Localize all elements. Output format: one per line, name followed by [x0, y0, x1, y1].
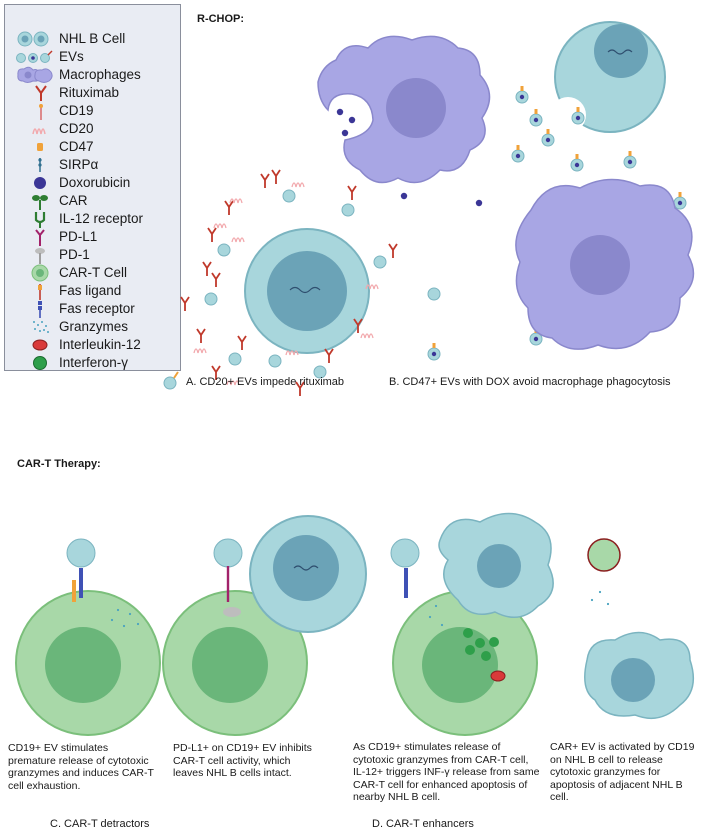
- car-ev: [587, 538, 621, 572]
- legend-row-interleukin-12: Interleukin-12: [5, 336, 182, 354]
- panel-b-artwork: [317, 21, 695, 361]
- legend-label: Fas ligand: [59, 283, 122, 298]
- legend-label: CD20: [59, 121, 94, 136]
- desc-cd19-ev: CD19+ EV stimulates premature release of…: [8, 742, 154, 792]
- dna-icon: [289, 286, 321, 294]
- legend-row-granzymes: Granzymes: [5, 318, 182, 336]
- legend-label: Interferon-γ: [59, 355, 129, 370]
- legend-row-cd20: CD20: [5, 120, 182, 138]
- legend-row-il12-receptor: IL-12 receptor: [5, 210, 182, 228]
- caption-a: A. CD20+ EVs impede rituximab: [186, 376, 345, 388]
- car-t-nucleus: [192, 627, 268, 703]
- legend-label: PD-L1: [59, 229, 98, 244]
- interferon-gamma-icon: [33, 356, 47, 370]
- car-t-nucleus: [45, 627, 121, 703]
- dna-icon: [293, 565, 319, 571]
- interferon-cluster: [463, 628, 499, 661]
- legend-label: Doxorubicin: [59, 175, 131, 190]
- cd20-icon: [32, 128, 46, 135]
- caption-b: B. CD47+ EVs with DOX avoid macrophage p…: [389, 376, 671, 388]
- macrophage-nucleus: [570, 235, 630, 295]
- desc-il12: As CD19+ stimulates release of cytotoxic…: [353, 741, 540, 803]
- legend-row-macrophages: Macrophages: [5, 66, 182, 84]
- interleukin-12-icon: [32, 339, 48, 351]
- legend-panel: NHL B Cell EVs Macrophages Rituximab CD1…: [4, 4, 181, 371]
- legend-label: CD47: [59, 139, 94, 154]
- legend-row-fas-ligand: Fas ligand: [5, 282, 182, 300]
- legend-row-rituximab: Rituximab: [5, 84, 182, 102]
- granzyme-dots: [110, 590, 610, 628]
- desc-pd-l1: PD-L1+ on CD19+ EV inhibits CAR-T cell a…: [173, 742, 312, 779]
- legend-row-car: CAR: [5, 192, 182, 210]
- il12-receptor-icon: [34, 212, 46, 228]
- cd47-icon: [37, 143, 43, 151]
- car-t-nucleus: [422, 627, 498, 703]
- legend-row-fas-receptor: Fas receptor: [5, 300, 182, 318]
- legend-row-doxorubicin: Doxorubicin: [5, 174, 182, 192]
- pd-l1-icon: [35, 229, 45, 246]
- legend-row-car-t-cell: CAR-T Cell: [5, 264, 182, 282]
- il12-marker: [490, 670, 506, 682]
- legend-label: CAR: [59, 193, 88, 208]
- car-t-artwork: [15, 512, 695, 736]
- cd19-icon: [39, 104, 43, 120]
- legend-row-cd47: CD47: [5, 138, 182, 156]
- ev-receptor-pairs: [66, 538, 420, 617]
- rchop-title: R-CHOP:: [197, 13, 245, 25]
- ev-caption-icon: [163, 371, 179, 390]
- legend-label: CAR-T Cell: [59, 265, 128, 280]
- car-icon: [32, 195, 48, 210]
- pd-1-icon: [35, 248, 45, 264]
- macrophage-nucleus: [386, 78, 446, 138]
- legend-row-sirpa: SIRPα: [5, 156, 182, 174]
- legend-label: SIRPα: [59, 157, 99, 172]
- b-cell-nucleus: [273, 535, 339, 601]
- legend-label: CD19: [59, 103, 94, 118]
- ev-icon: [16, 50, 53, 63]
- legend-label: PD-1: [59, 247, 90, 262]
- dna-icon: [607, 49, 633, 55]
- doxorubicin-particles: [336, 108, 483, 207]
- cart-title: CAR-T Therapy:: [17, 458, 101, 470]
- legend-label: EVs: [59, 49, 84, 64]
- caption-d: D. CAR-T enhancers: [372, 818, 474, 830]
- car-t-cell-icon: [31, 264, 49, 282]
- doxorubicin-icon: [34, 177, 46, 189]
- b-cell-nucleus: [267, 251, 347, 331]
- legend-row-nhl-b-cell: NHL B Cell: [5, 30, 182, 48]
- legend-row-pd-l1: PD-L1: [5, 228, 182, 246]
- panel-a-artwork: [163, 169, 441, 397]
- legend-label: IL-12 receptor: [59, 211, 144, 226]
- legend-label: Rituximab: [59, 85, 120, 100]
- desc-car-ev: CAR+ EV is activated by CD19 on NHL B ce…: [550, 741, 695, 803]
- legend-label: Granzymes: [59, 319, 129, 334]
- rituximab-icon: [35, 85, 47, 101]
- fas-ligand-icon: [38, 284, 42, 300]
- b-cell-nucleus: [611, 658, 655, 702]
- legend-label: NHL B Cell: [59, 31, 126, 46]
- sirpa-icon: [38, 158, 42, 172]
- granzymes-icon: [33, 321, 49, 333]
- b-cell-nucleus: [477, 544, 521, 588]
- legend-row-pd-1: PD-1: [5, 246, 182, 264]
- legend-label: Fas receptor: [59, 301, 135, 316]
- legend-row-cd19: CD19: [5, 102, 182, 120]
- fas-receptor-icon: [38, 301, 42, 318]
- macrophage-icon: [17, 66, 53, 83]
- b-cell-nucleus: [594, 24, 648, 78]
- legend-label: Interleukin-12: [59, 337, 141, 352]
- nhl-b-cell-icon: [17, 31, 49, 47]
- legend-row-evs: EVs: [5, 48, 182, 66]
- legend-row-interferon-gamma: Interferon-γ: [5, 354, 182, 372]
- caption-c: C. CAR-T detractors: [50, 818, 150, 830]
- legend-label: Macrophages: [59, 67, 141, 82]
